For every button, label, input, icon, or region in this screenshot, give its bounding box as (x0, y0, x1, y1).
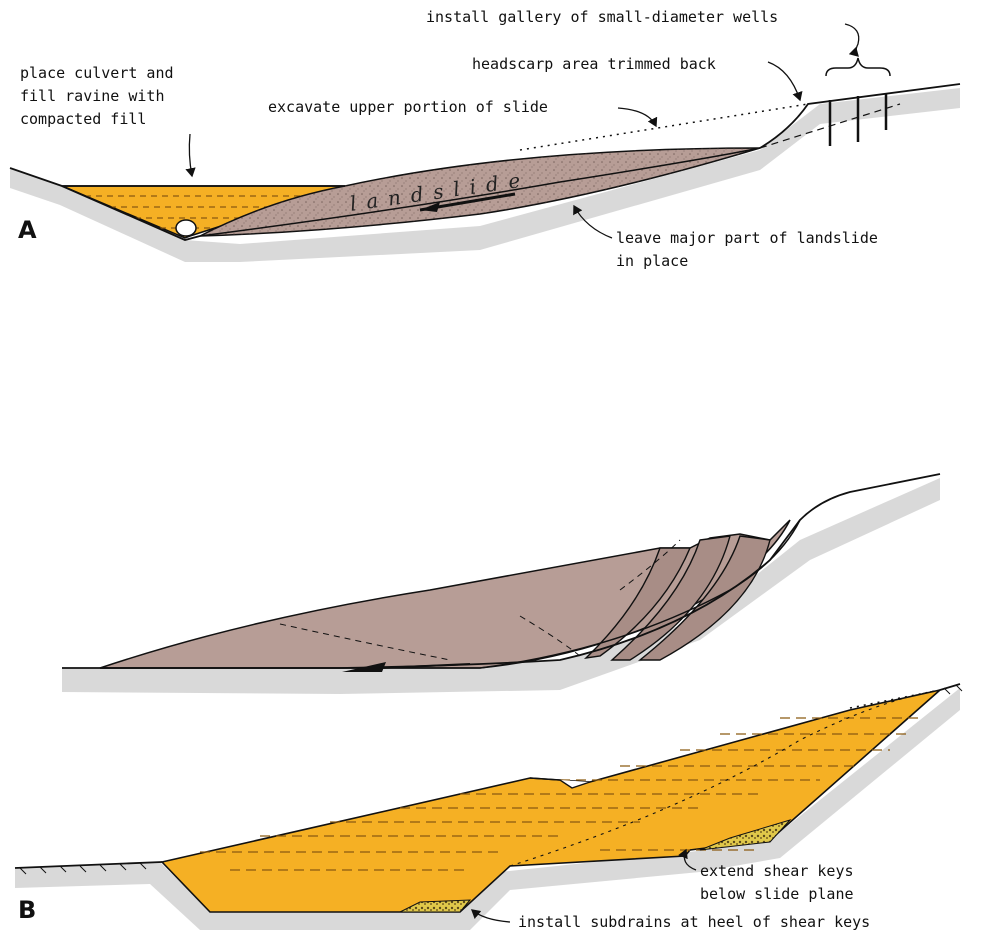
original-slope-dotted (520, 104, 808, 150)
wells-label: install gallery of small-diameter wells (426, 6, 778, 29)
panel-b-letter: B (18, 896, 36, 924)
excavate-label: excavate upper portion of slide (268, 96, 548, 119)
shear-keys-label: extend shear keys below slide plane (700, 860, 854, 906)
subdrains-label: install subdrains at heel of shear keys (518, 911, 870, 933)
panel-a-letter: A (18, 216, 37, 244)
panel-b-landslide-section (62, 474, 940, 694)
leave-in-place-label: leave major part of landslide in place (616, 227, 878, 273)
headscarp-label: headscarp area trimmed back (472, 53, 716, 76)
wells-brace (826, 58, 890, 76)
culvert-icon (176, 220, 196, 236)
culvert-label: place culvert and fill ravine with compa… (20, 62, 174, 131)
